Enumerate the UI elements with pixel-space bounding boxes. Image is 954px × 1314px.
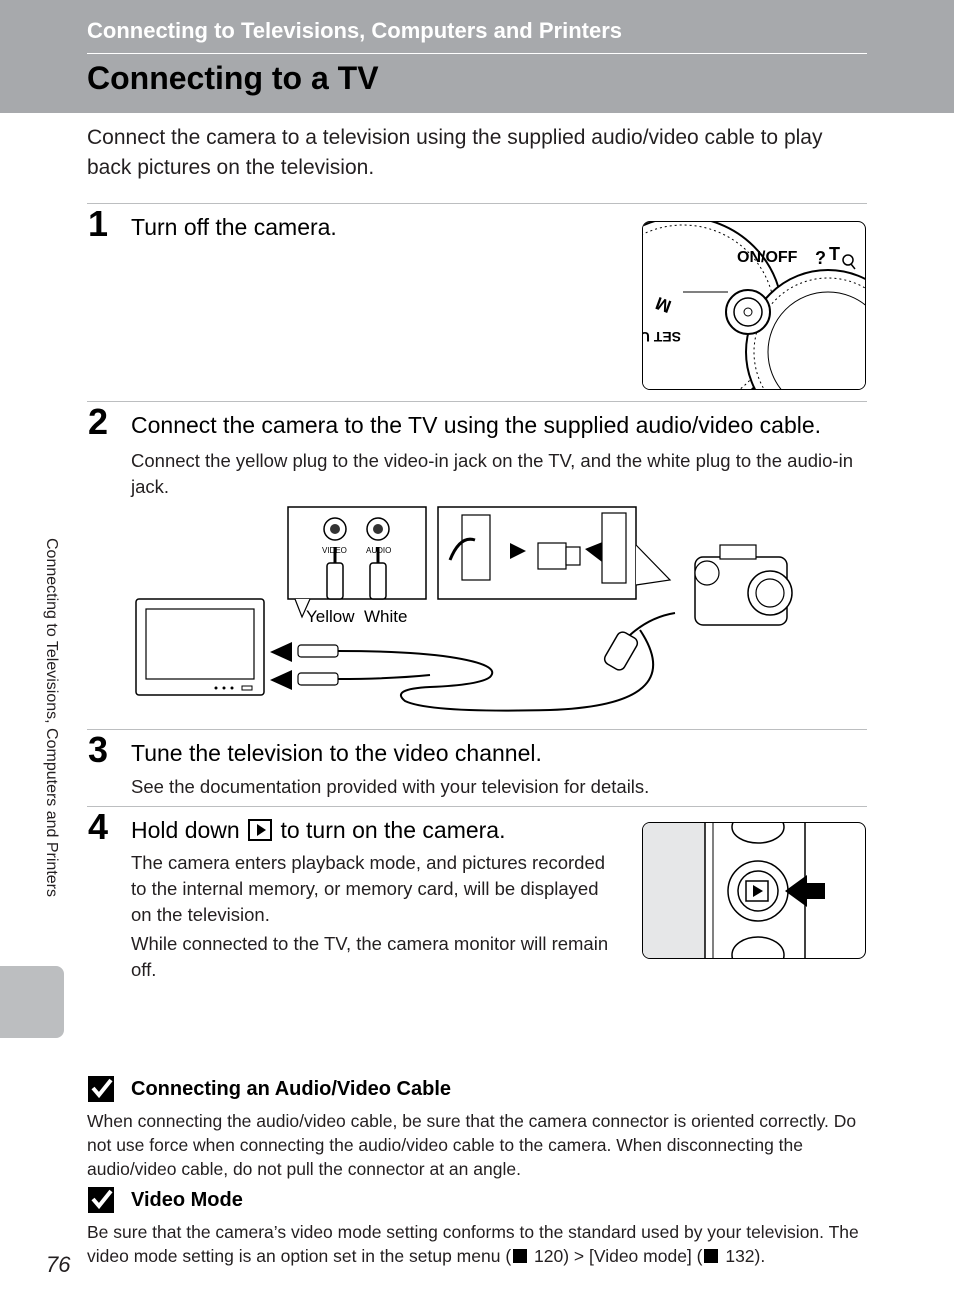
step-4-title-end: to turn on the camera. — [280, 817, 506, 843]
section-title: Connecting to Televisions, Computers and… — [87, 18, 623, 43]
chapter-tab — [0, 966, 64, 1038]
note-2-body: Be sure that the camera’s video mode set… — [87, 1220, 867, 1268]
check-icon — [88, 1187, 114, 1213]
page-number: 76 — [46, 1252, 71, 1277]
note-2-title: Video Mode — [131, 1188, 243, 1211]
divider — [87, 806, 867, 807]
note-2-ref-2: 132). — [720, 1246, 766, 1266]
step-4-number: 4 — [88, 806, 109, 847]
step-2-body: Connect the yellow plug to the video-in … — [131, 450, 853, 497]
step-1-number: 1 — [88, 203, 109, 244]
page-title: Connecting to a TV — [87, 60, 379, 96]
note-1-body: When connecting the audio/video cable, b… — [87, 1111, 857, 1179]
on-off-label: ON/OFF — [737, 249, 798, 266]
intro-paragraph: Connect the camera to a television using… — [87, 126, 823, 179]
note-2-body-text: Be sure that the camera’s video mode set… — [87, 1222, 859, 1266]
step-4-body-1: The camera enters playback mode, and pic… — [131, 852, 606, 925]
note-2-heading: Video Mode — [87, 1185, 243, 1215]
step-2-number: 2 — [88, 401, 109, 442]
camera-dial-illustration: ON/OFF ? T M SET U — [642, 221, 866, 390]
check-icon — [88, 1076, 114, 1102]
step-4-title-start: Hold down — [131, 817, 240, 843]
header-divider — [87, 53, 867, 54]
divider — [87, 729, 867, 730]
playback-button-illustration — [642, 822, 866, 959]
step-4-title: Hold down to turn on the camera. — [131, 816, 505, 844]
page-reference-icon — [704, 1249, 719, 1263]
playback-button-icon — [248, 819, 273, 841]
svg-text:T: T — [829, 244, 840, 264]
divider — [87, 401, 867, 402]
tv-connection-diagram: VIDEO AUDIO Yellow White — [135, 506, 793, 712]
step-4-body-2: While connected to the TV, the camera mo… — [131, 933, 609, 980]
chapter-header: Connecting to Televisions, Computers and… — [0, 0, 954, 113]
dial-mode-m: M — [653, 293, 674, 317]
note-1-title: Connecting an Audio/Video Cable — [131, 1077, 452, 1100]
yellow-plug-label: Yellow — [306, 607, 355, 626]
step-3-body: See the documentation provided with your… — [131, 776, 650, 797]
chapter-side-label: Connecting to Televisions, Computers and… — [43, 538, 60, 897]
step-3-number: 3 — [88, 729, 109, 770]
note-2-ref-1: 120) > [Video mode] ( — [529, 1246, 703, 1266]
step-2-title: Connect the camera to the TV using the s… — [131, 412, 822, 438]
svg-text:?: ? — [815, 248, 826, 268]
divider — [87, 203, 867, 204]
white-plug-label: White — [364, 607, 407, 626]
note-1-heading: Connecting an Audio/Video Cable — [87, 1074, 451, 1104]
step-1-title: Turn off the camera. — [131, 214, 337, 240]
dial-mode-setup: SET U — [643, 329, 681, 345]
step-3-title: Tune the television to the video channel… — [131, 740, 542, 766]
page-reference-icon — [513, 1249, 528, 1263]
